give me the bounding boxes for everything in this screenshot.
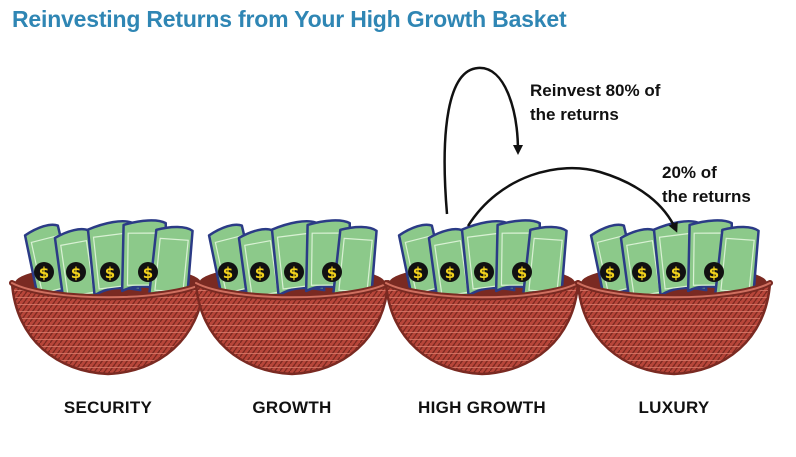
dollar-coin-icon: $ [408, 262, 428, 282]
svg-text:$: $ [479, 264, 489, 282]
svg-text:$: $ [255, 264, 265, 282]
basket-growth: $ $ $ $ [193, 219, 391, 376]
dollar-coin-icon: $ [704, 262, 724, 282]
svg-text:$: $ [671, 264, 681, 282]
svg-text:$: $ [327, 264, 337, 282]
diagram-title: Reinvesting Returns from Your High Growt… [12, 6, 567, 32]
basket-label-luxury: LUXURY [638, 398, 710, 417]
svg-text:$: $ [143, 264, 153, 282]
dollar-coin-icon: $ [666, 262, 686, 282]
dollar-coin-icon: $ [138, 262, 158, 282]
svg-text:$: $ [517, 264, 527, 282]
luxury-annotation: 20% of the returns [662, 161, 751, 209]
basket-luxury: $ $ $ $ [575, 219, 773, 376]
luxury-annotation-line2: the returns [662, 187, 751, 206]
dollar-coin-icon: $ [600, 262, 620, 282]
svg-text:$: $ [223, 264, 233, 282]
basket-security: $ $ $ $ [9, 219, 207, 376]
dollar-coin-icon: $ [100, 262, 120, 282]
dollar-coin-icon: $ [218, 262, 238, 282]
dollar-coin-icon: $ [512, 262, 532, 282]
reinvest-arrow-icon [443, 66, 523, 215]
dollar-coin-icon: $ [284, 262, 304, 282]
svg-text:$: $ [105, 264, 115, 282]
reinvest-annotation: Reinvest 80% of the returns [530, 79, 660, 127]
svg-text:$: $ [605, 264, 615, 282]
basket-label-growth: GROWTH [252, 398, 332, 417]
svg-text:$: $ [289, 264, 299, 282]
dollar-coin-icon: $ [66, 262, 86, 282]
dollar-coin-icon: $ [250, 262, 270, 282]
dollar-coin-icon: $ [632, 262, 652, 282]
svg-text:$: $ [709, 264, 719, 282]
dollar-coin-icon: $ [440, 262, 460, 282]
svg-text:$: $ [71, 264, 81, 282]
reinvest-annotation-line2: the returns [530, 105, 619, 124]
dollar-coin-icon: $ [322, 262, 342, 282]
basket-label-high-growth: HIGH GROWTH [418, 398, 546, 417]
svg-text:$: $ [637, 264, 647, 282]
basket-label-security: SECURITY [63, 398, 153, 417]
basket-high-growth: $ $ $ $ [383, 219, 581, 376]
dollar-coin-icon: $ [474, 262, 494, 282]
svg-text:$: $ [445, 264, 455, 282]
svg-text:$: $ [39, 264, 49, 282]
svg-text:$: $ [413, 264, 423, 282]
luxury-annotation-line1: 20% of [662, 163, 717, 182]
dollar-coin-icon: $ [34, 262, 54, 282]
transfer-arrow-icon [466, 166, 678, 233]
reinvest-annotation-line1: Reinvest 80% of [530, 81, 661, 100]
